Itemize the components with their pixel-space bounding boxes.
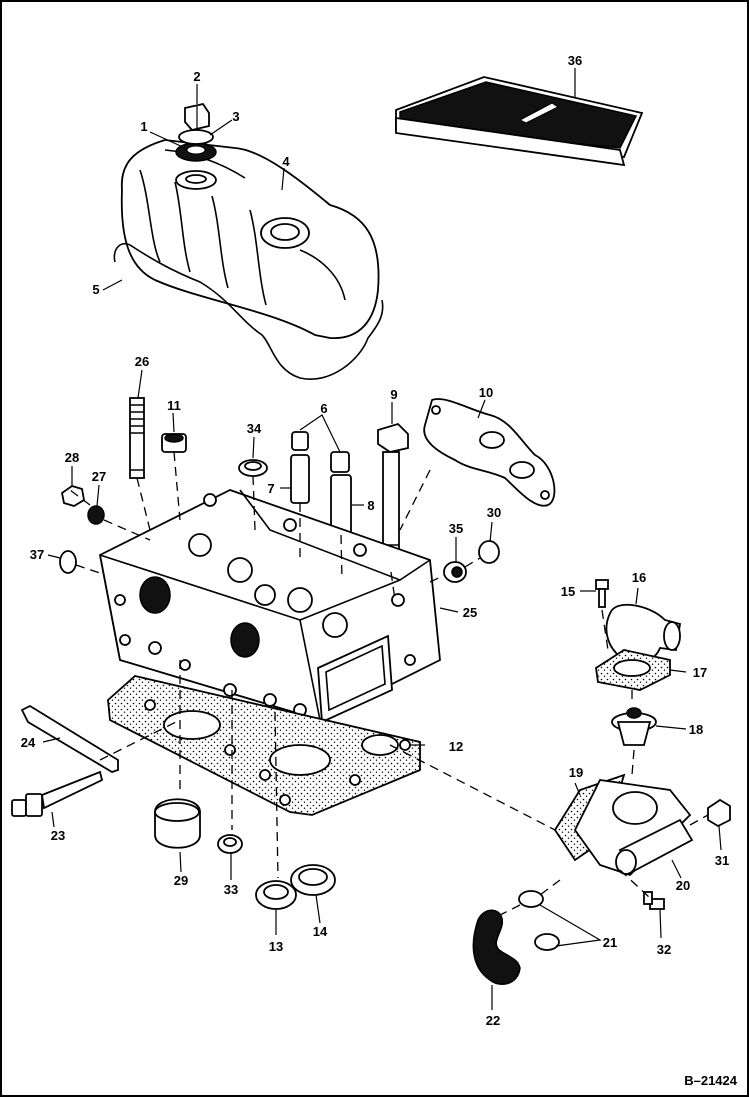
callout-22: 22 <box>486 1013 500 1028</box>
callout-4: 4 <box>282 154 290 169</box>
part-21-hose-clamp-2 <box>534 933 560 951</box>
callout-30: 30 <box>487 505 501 520</box>
part-16-thermostat-housing <box>605 603 682 665</box>
part-6-valve-caps <box>291 431 350 473</box>
callout-3: 3 <box>232 109 239 124</box>
callout-21: 21 <box>603 935 617 950</box>
callout-5: 5 <box>92 282 99 297</box>
callout-9: 9 <box>390 387 397 402</box>
part-7-valve-guide <box>290 454 310 504</box>
part-1-seal-washer <box>175 142 217 162</box>
callout-37: 37 <box>30 547 44 562</box>
callout-1: 1 <box>140 119 147 134</box>
callout-35: 35 <box>449 521 463 536</box>
part-31-nut <box>707 798 731 828</box>
callout-7: 7 <box>267 481 274 496</box>
callout-33: 33 <box>224 882 238 897</box>
part-22-hose <box>472 909 521 985</box>
callout-24: 24 <box>21 735 36 750</box>
callout-6: 6 <box>320 401 327 416</box>
callout-25: 25 <box>463 605 477 620</box>
leader-lines <box>42 68 722 1010</box>
callout-34: 34 <box>247 421 262 436</box>
callout-26: 26 <box>135 354 149 369</box>
part-4-valve-cover <box>120 139 380 339</box>
part-34-seal-ring <box>238 459 268 477</box>
part-30-plug <box>478 540 500 564</box>
part-36-filter-strip <box>395 76 644 167</box>
part-17-gasket <box>595 649 671 691</box>
part-10-exhaust-gasket <box>423 398 556 507</box>
part-2-cap-nut <box>184 102 210 132</box>
part-3-washer <box>175 129 217 190</box>
part-25-cylinder-head <box>98 489 441 724</box>
part-32-bolt <box>643 891 665 910</box>
part-11-seal <box>161 433 187 453</box>
callout-labels: 1 2 3 4 5 6 7 8 9 10 11 12 13 14 15 16 1… <box>21 53 729 1028</box>
callout-23: 23 <box>51 828 65 843</box>
callout-28: 28 <box>65 450 79 465</box>
part-20-water-outlet <box>573 779 694 877</box>
figure-reference: B–21424 <box>684 1073 738 1088</box>
callout-13: 13 <box>269 939 283 954</box>
part-14-valve-seat <box>290 864 336 896</box>
callout-19: 19 <box>569 765 583 780</box>
callout-36: 36 <box>568 53 582 68</box>
callout-14: 14 <box>313 924 328 939</box>
part-13-valve-seat <box>255 880 297 910</box>
callout-20: 20 <box>676 878 690 893</box>
part-29-core-plug <box>154 798 201 849</box>
callout-27: 27 <box>92 469 106 484</box>
part-23-sensor <box>11 770 104 817</box>
part-26-stud <box>129 397 145 479</box>
callout-16: 16 <box>632 570 646 585</box>
part-21-hose-clamp <box>518 890 544 908</box>
part-28-nut <box>61 485 85 507</box>
callout-11: 11 <box>167 398 181 413</box>
part-33-seal-ring <box>217 834 243 854</box>
assembly-dashed-lines <box>69 451 709 916</box>
callout-17: 17 <box>693 665 707 680</box>
part-5-cover-gasket <box>113 243 384 380</box>
callout-29: 29 <box>174 873 188 888</box>
part-27-washer <box>87 505 105 525</box>
part-37-o-ring <box>59 550 77 574</box>
part-35-seal-ring <box>443 561 467 583</box>
callout-15: 15 <box>561 584 575 599</box>
callout-2: 2 <box>193 69 200 84</box>
callout-18: 18 <box>689 722 703 737</box>
part-24-bracket <box>20 704 119 773</box>
callout-31: 31 <box>715 853 729 868</box>
callout-12: 12 <box>449 739 463 754</box>
part-18-thermostat <box>611 707 657 746</box>
callout-10: 10 <box>479 385 493 400</box>
part-12-head-gasket <box>107 675 421 816</box>
callout-8: 8 <box>367 498 374 513</box>
part-15-bolt <box>595 579 609 608</box>
callout-32: 32 <box>657 942 671 957</box>
